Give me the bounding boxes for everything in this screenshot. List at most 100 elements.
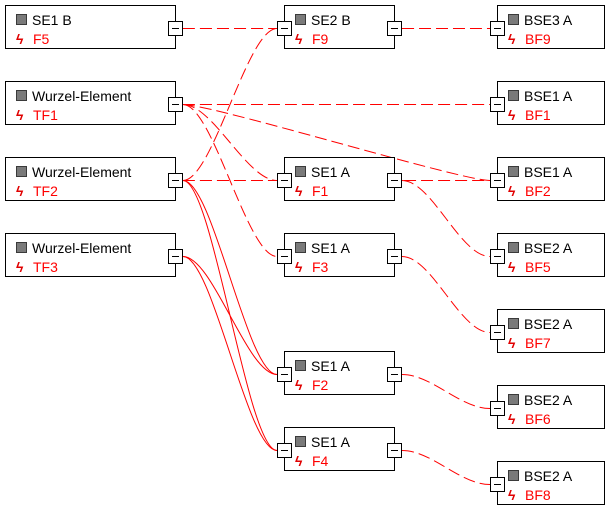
- fault-label: F9: [312, 31, 329, 47]
- node-root-tf3[interactable]: Wurzel-Element ϟ TF3: [5, 233, 183, 277]
- collapse-port-icon[interactable]: [168, 21, 183, 36]
- node-se2b-f9[interactable]: SE2 B ϟ F9: [277, 5, 402, 49]
- connection-W2-to-SE2B: [182, 28, 278, 181]
- node-bse2a-bf8[interactable]: BSE2 A ϟ BF8: [490, 461, 605, 505]
- element-icon: [16, 90, 27, 101]
- element-label: SE2 B: [311, 12, 351, 28]
- collapse-port-icon[interactable]: [490, 325, 505, 340]
- fault-bolt-icon: ϟ: [508, 259, 516, 275]
- element-label: Wurzel-Element: [32, 88, 132, 104]
- element-icon: [508, 318, 519, 329]
- fault-label: BF9: [525, 31, 551, 47]
- fault-bolt-icon: ϟ: [508, 487, 516, 503]
- fault-label: BF8: [525, 487, 551, 503]
- fault-bolt-icon: ϟ: [508, 335, 516, 351]
- element-label: SE1 A: [311, 240, 350, 256]
- collapse-port-icon[interactable]: [387, 21, 402, 36]
- element-icon: [508, 90, 519, 101]
- collapse-port-icon[interactable]: [490, 401, 505, 416]
- fault-bolt-icon: ϟ: [16, 107, 24, 123]
- collapse-port-icon[interactable]: [490, 97, 505, 112]
- collapse-port-icon[interactable]: [387, 367, 402, 382]
- collapse-port-icon[interactable]: [168, 97, 183, 112]
- element-label: Wurzel-Element: [32, 240, 132, 256]
- element-icon: [295, 14, 306, 25]
- collapse-port-icon[interactable]: [168, 249, 183, 264]
- element-label: BSE2 A: [524, 240, 573, 256]
- collapse-port-icon[interactable]: [490, 477, 505, 492]
- element-icon: [508, 394, 519, 405]
- collapse-port-icon[interactable]: [277, 443, 292, 458]
- fault-bolt-icon: ϟ: [508, 31, 516, 47]
- element-label: BSE2 A: [524, 468, 573, 484]
- node-bse2a-bf6[interactable]: BSE2 A ϟ BF6: [490, 385, 605, 429]
- fault-label: BF7: [525, 335, 551, 351]
- fault-label: TF3: [33, 259, 58, 275]
- fault-bolt-icon: ϟ: [16, 259, 24, 275]
- fault-bolt-icon: ϟ: [16, 183, 24, 199]
- collapse-port-icon[interactable]: [277, 21, 292, 36]
- element-label: Wurzel-Element: [32, 164, 132, 180]
- collapse-port-icon[interactable]: [168, 173, 183, 188]
- element-label: SE1 A: [311, 358, 350, 374]
- fault-label: F2: [312, 377, 329, 393]
- node-bse2a-bf7[interactable]: BSE2 A ϟ BF7: [490, 309, 605, 353]
- fault-label: F1: [312, 183, 329, 199]
- connection-W3-to-SE1A_F2: [182, 256, 278, 375]
- fault-bolt-icon: ϟ: [295, 31, 303, 47]
- fault-label: TF1: [33, 107, 58, 123]
- connection-SE1A_F3-to-BSE2A_BF7: [401, 256, 491, 333]
- element-icon: [295, 360, 306, 371]
- fault-label: BF6: [525, 411, 551, 427]
- connection-W1-to-SE1A_F1: [182, 104, 278, 181]
- element-icon: [16, 166, 27, 177]
- collapse-port-icon[interactable]: [387, 249, 402, 264]
- element-icon: [295, 436, 306, 447]
- connection-SE1A_F2-to-BSE2A_BF6: [401, 374, 491, 409]
- element-icon: [16, 242, 27, 253]
- collapse-port-icon[interactable]: [490, 21, 505, 36]
- fault-label: BF2: [525, 183, 551, 199]
- collapse-port-icon[interactable]: [277, 249, 292, 264]
- node-bse2a-bf5[interactable]: BSE2 A ϟ BF5: [490, 233, 605, 277]
- fault-bolt-icon: ϟ: [508, 183, 516, 199]
- element-label: BSE2 A: [524, 316, 573, 332]
- fault-bolt-icon: ϟ: [295, 259, 303, 275]
- connection-W2-to-SE1A_F2: [182, 180, 278, 375]
- fault-label: BF5: [525, 259, 551, 275]
- element-label: BSE1 A: [524, 88, 573, 104]
- element-icon: [508, 14, 519, 25]
- collapse-port-icon[interactable]: [387, 443, 402, 458]
- fault-label: F3: [312, 259, 329, 275]
- connection-SE1A_F4-to-BSE2A_BF8: [401, 450, 491, 485]
- collapse-port-icon[interactable]: [490, 173, 505, 188]
- fault-label: TF2: [33, 183, 58, 199]
- element-icon: [508, 470, 519, 481]
- connection-W1-to-SE1A_F3: [182, 104, 278, 257]
- collapse-port-icon[interactable]: [490, 249, 505, 264]
- element-icon: [508, 166, 519, 177]
- element-icon: [16, 14, 27, 25]
- collapse-port-icon[interactable]: [387, 173, 402, 188]
- node-se1a-f3[interactable]: SE1 A ϟ F3: [277, 233, 402, 277]
- collapse-port-icon[interactable]: [277, 173, 292, 188]
- element-label: SE1 B: [32, 12, 72, 28]
- node-root-tf2[interactable]: Wurzel-Element ϟ TF2: [5, 157, 183, 201]
- connection-W3-to-SE1A_F4: [182, 256, 278, 451]
- fault-bolt-icon: ϟ: [16, 31, 24, 47]
- node-se1b-f5[interactable]: SE1 B ϟ F5: [5, 5, 183, 49]
- element-icon: [295, 242, 306, 253]
- element-label: SE1 A: [311, 164, 350, 180]
- collapse-port-icon[interactable]: [277, 367, 292, 382]
- node-root-tf1[interactable]: Wurzel-Element ϟ TF1: [5, 81, 183, 125]
- element-label: BSE2 A: [524, 392, 573, 408]
- fault-label: F5: [33, 31, 50, 47]
- fault-bolt-icon: ϟ: [508, 411, 516, 427]
